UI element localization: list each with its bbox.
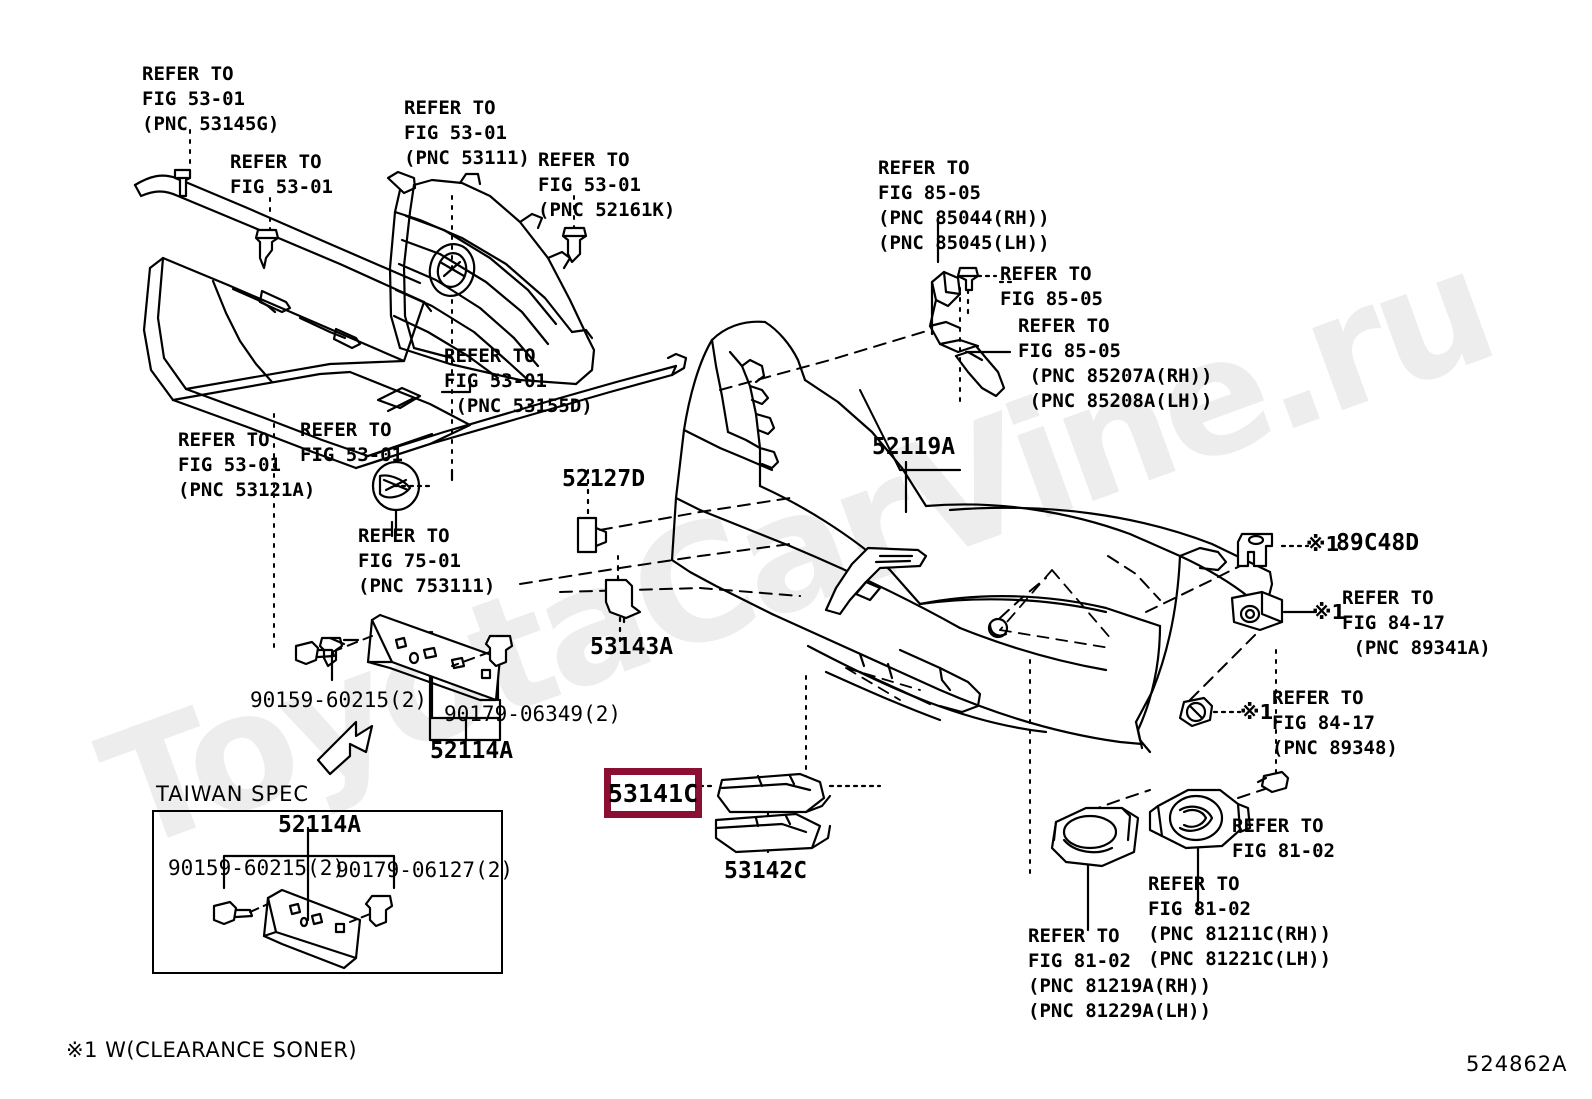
refer-89348: REFER TO FIG 84-17 (PNC 89348) (1272, 687, 1398, 759)
refer-53155d: REFER TO FIG 53-01 (PNC 53155D) (444, 345, 593, 417)
refer-85207a-85208a: REFER TO FIG 85-05 (PNC 85207A(RH)) (PNC… (1018, 315, 1213, 412)
marker-star1-89341a: ※1 (1312, 600, 1346, 624)
refer-53-01-b: REFER TO FIG 53-01 (300, 419, 403, 466)
part-90179-06349: 90179-06349(2) (444, 702, 622, 726)
highlighted-part-53141c[interactable]: 53141C (604, 768, 702, 818)
refer-89341a: REFER TO FIG 84-17 (PNC 89341A) (1342, 587, 1491, 659)
refer-85-05: REFER TO FIG 85-05 (1000, 263, 1103, 310)
refer-53111: REFER TO FIG 53-01 (PNC 53111) (404, 97, 530, 169)
part-53142c: 53142C (724, 858, 808, 884)
refer-81-02-bolt: REFER TO FIG 81-02 (1232, 815, 1335, 862)
refer-53121a: REFER TO FIG 53-01 (PNC 53121A) (178, 429, 316, 501)
part-89c48d: 89C48D (1336, 530, 1420, 556)
taiwan-part-90159-60215: 90159-60215(2) (168, 856, 346, 880)
refer-53-01-a: REFER TO FIG 53-01 (230, 151, 333, 198)
part-53143a: 53143A (590, 634, 674, 660)
marker-star1-89348: ※1 (1240, 700, 1274, 724)
taiwan-part-52114a: 52114A (278, 812, 362, 838)
part-52114a: 52114A (430, 738, 514, 764)
taiwan-spec-box (152, 810, 503, 974)
part-90159-60215: 90159-60215(2) (250, 688, 428, 712)
footnote: ※1 W(CLEARANCE SONER) (66, 1038, 358, 1062)
refer-85044-85045: REFER TO FIG 85-05 (PNC 85044(RH)) (PNC … (878, 157, 1050, 254)
figure-code: 524862A (1466, 1052, 1568, 1076)
part-52127d: 52127D (562, 466, 646, 492)
refer-53145g: REFER TO FIG 53-01 (PNC 53145G) (142, 63, 280, 135)
refer-81211c-81221c: REFER TO FIG 81-02 (PNC 81211C(RH)) (PNC… (1148, 873, 1332, 970)
taiwan-spec-title: TAIWAN SPEC (156, 782, 310, 806)
taiwan-part-90179-06127: 90179-06127(2) (336, 858, 514, 882)
highlighted-part-label: 53141C (607, 778, 699, 808)
refer-52161k: REFER TO FIG 53-01 (PNC 52161K) (538, 149, 676, 221)
part-52119a: 52119A (872, 434, 956, 460)
marker-star1-89c48d: ※1 (1306, 532, 1340, 556)
refer-753111: REFER TO FIG 75-01 (PNC 753111) (358, 525, 496, 597)
refer-81219a-81229a: REFER TO FIG 81-02 (PNC 81219A(RH)) (PNC… (1028, 925, 1212, 1022)
